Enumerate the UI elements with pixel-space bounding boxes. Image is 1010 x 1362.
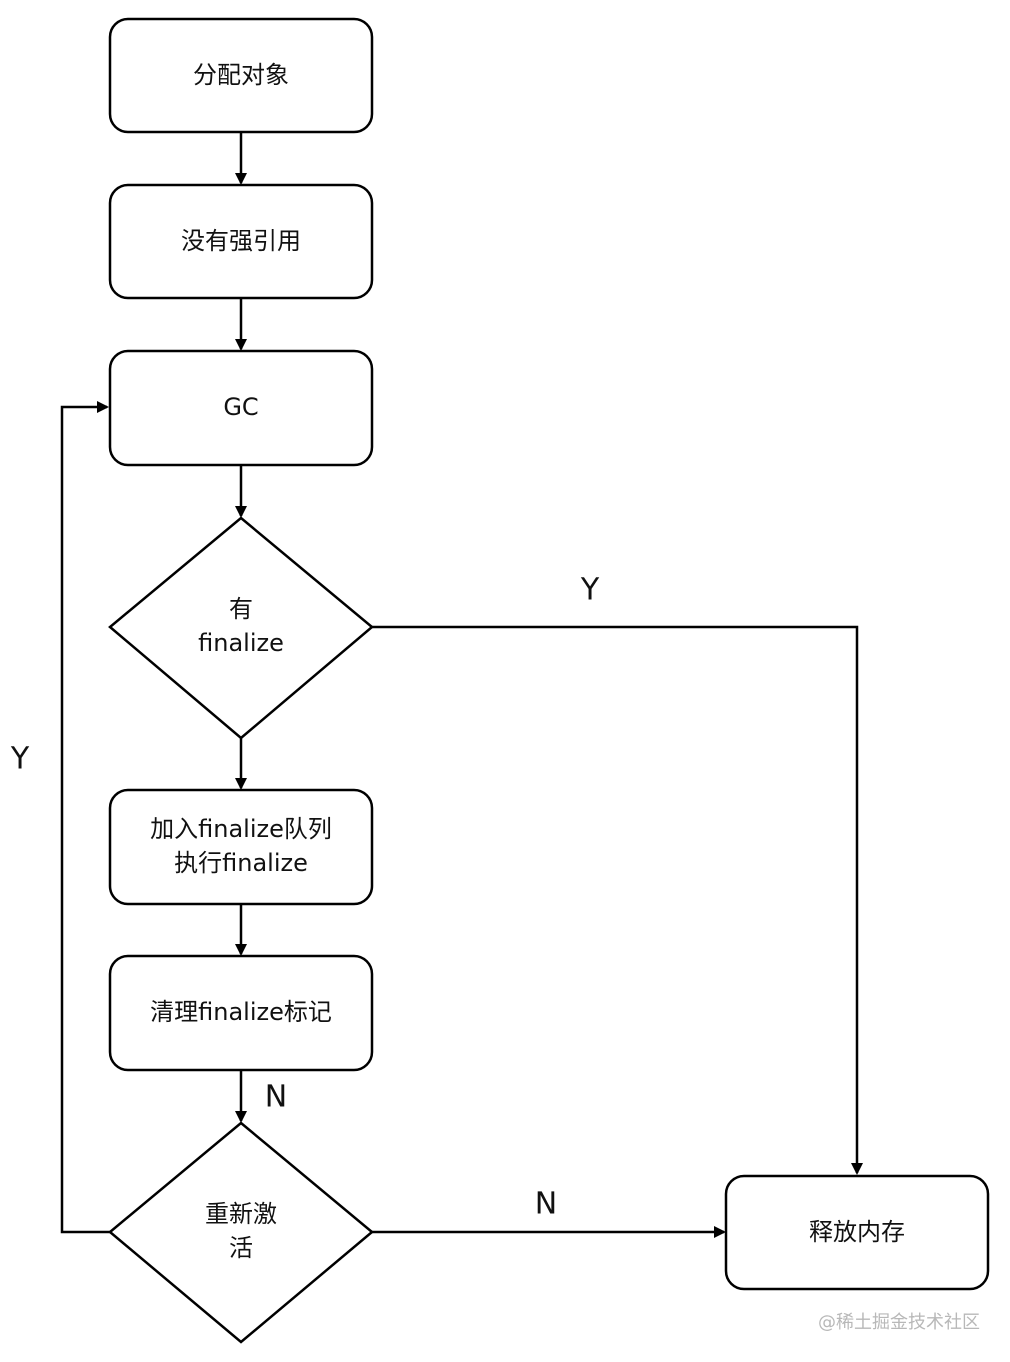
node-enqueue-finalize-label-line-1: 加入finalize队列 <box>150 815 332 843</box>
node-free-memory-label: 释放内存 <box>809 1218 905 1246</box>
decision-reactivated: 重新激 活 <box>108 1121 374 1344</box>
node-clear-finalize-mark: 清理finalize标记 <box>108 954 374 1072</box>
edge-label-reactivated-no: N <box>535 1187 557 1222</box>
decision-reactivated-label-line-1: 重新激 <box>205 1200 277 1228</box>
node-clear-finalize-mark-label: 清理finalize标记 <box>150 998 332 1026</box>
decision-has-finalize-label-line-2: finalize <box>198 629 284 657</box>
node-free-memory: 释放内存 <box>724 1174 990 1291</box>
edge-label-has-finalize-yes: Y <box>580 573 600 608</box>
edge-reactivated-yes-to-gc <box>60 401 110 1234</box>
node-gc-label: GC <box>223 393 258 421</box>
edge-has-finalize-yes-to-free-memory <box>372 625 863 1175</box>
node-enqueue-finalize: 加入finalize队列 执行finalize <box>108 788 374 906</box>
node-allocate-object-label: 分配对象 <box>193 61 289 89</box>
node-enqueue-finalize-label-line-2: 执行finalize <box>174 849 308 877</box>
node-gc: GC <box>108 349 374 467</box>
decision-reactivated-label-line-2: 活 <box>229 1234 253 1262</box>
edge-label-clear-mark-no: N <box>265 1080 287 1115</box>
node-no-strong-reference: 没有强引用 <box>108 183 374 300</box>
node-allocate-object: 分配对象 <box>108 17 374 134</box>
decision-has-finalize-label-line-1: 有 <box>229 595 253 623</box>
watermark: @稀土掘金技术社区 <box>818 1312 980 1333</box>
node-no-strong-reference-label: 没有强引用 <box>181 227 301 255</box>
edge-label-loop-back-yes: Y <box>10 742 30 777</box>
decision-has-finalize: 有 finalize <box>108 516 374 740</box>
